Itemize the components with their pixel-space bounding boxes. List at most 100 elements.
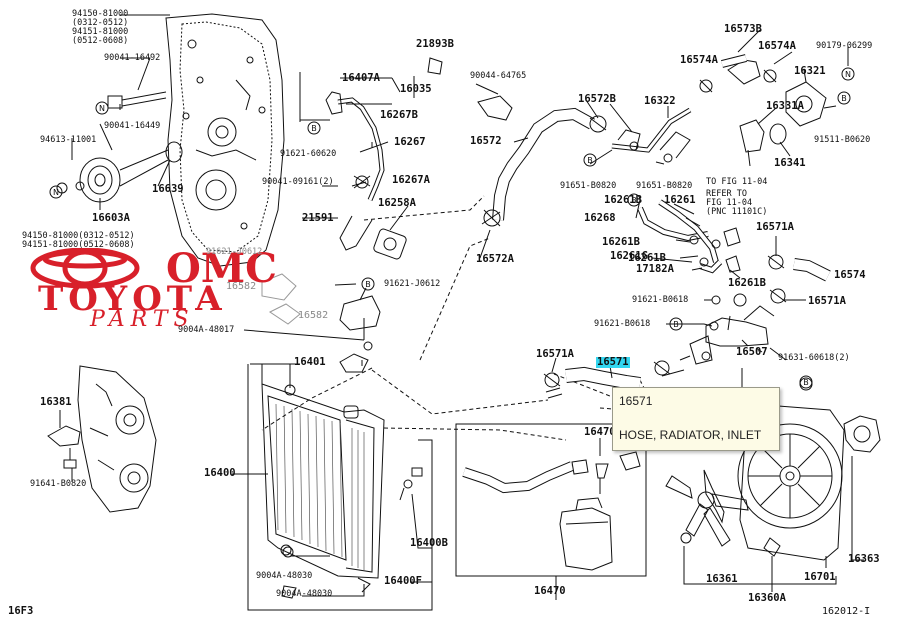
label-17182a[interactable]: 17182A: [636, 263, 674, 275]
label-94151-81000[interactable]: 94151-81000: [72, 27, 129, 37]
label-16363[interactable]: 16363: [848, 553, 880, 565]
upper-hose-drawing: [477, 95, 607, 227]
label-16582[interactable]: 16582: [298, 310, 329, 321]
label-16571a[interactable]: 16571A: [756, 221, 794, 233]
logo-toyota-text: TOYOTA: [38, 279, 227, 319]
inlet-hose-drawing: [543, 355, 691, 399]
label-16381[interactable]: 16381: [40, 396, 72, 408]
label-16261b[interactable]: 16261B: [602, 236, 640, 248]
fan-blade-drawing: [665, 469, 781, 557]
label-91621-b0618[interactable]: 91621-B0618: [632, 295, 689, 305]
label-date-range: (0512-0608): [72, 36, 129, 46]
label-16582[interactable]: 16582: [226, 281, 257, 292]
label-16261b[interactable]: 16261B: [728, 277, 766, 289]
label-16261[interactable]: 16261: [664, 194, 696, 206]
label-16360a[interactable]: 16360A: [748, 592, 786, 604]
alternator-bracket-drawing: [47, 365, 157, 513]
label-90041-09161[interactable]: 90041-09161(2): [262, 177, 334, 187]
label-16258a[interactable]: 16258A: [378, 197, 416, 209]
label-16507[interactable]: 16507: [736, 346, 768, 358]
label-16571a[interactable]: 16571A: [536, 348, 574, 360]
svg-text:B: B: [311, 124, 317, 133]
label-16470[interactable]: 16470: [534, 585, 566, 597]
label-16401[interactable]: 16401: [294, 356, 326, 368]
label-16571-highlighted[interactable]: 16571: [596, 356, 630, 368]
label-16267[interactable]: 16267: [394, 136, 426, 148]
label-16331a[interactable]: 16331A: [766, 100, 804, 112]
label-91641-b0820[interactable]: 91641-B0820: [30, 479, 87, 489]
label-16322[interactable]: 16322: [644, 95, 676, 107]
label-fig-ref: TO FIG 11-04: [706, 177, 768, 187]
lower-hose-right-drawing: [767, 254, 831, 304]
label-91621-60620[interactable]: 91621-60620: [280, 149, 337, 159]
label-16361[interactable]: 16361: [706, 573, 738, 585]
figure-code-left: 16F3: [8, 605, 34, 617]
label-94613-11001[interactable]: 94613-11001: [40, 135, 97, 145]
label-9004a-48030[interactable]: 9004A-48030: [256, 571, 313, 581]
label-91511-b0620[interactable]: 91511-B0620: [814, 135, 871, 145]
label-91651-b0820[interactable]: 91651-B0820: [560, 181, 617, 191]
label-9004a-48017[interactable]: 9004A-48017: [178, 325, 235, 335]
label-16571a[interactable]: 16571A: [808, 295, 846, 307]
label-90041-16449[interactable]: 90041-16449: [104, 121, 161, 131]
label-16572[interactable]: 16572: [470, 135, 502, 147]
tooltip-part-number: 16571: [619, 394, 653, 408]
label-16573b[interactable]: 16573B: [724, 23, 762, 35]
label-16267a[interactable]: 16267A: [392, 174, 430, 186]
radiator-drawing: [261, 383, 423, 593]
label-21893b[interactable]: 21893B: [416, 38, 454, 50]
label-16574[interactable]: 16574: [834, 269, 866, 281]
label-21591[interactable]: 21591: [302, 212, 334, 224]
heater-hose-drawing: [637, 199, 741, 274]
label-16574a[interactable]: 16574A: [680, 54, 718, 66]
nut-badge-c: [841, 67, 855, 81]
svg-text:N: N: [845, 70, 851, 79]
bypass-pipe-drawing: [325, 57, 443, 260]
label-16701[interactable]: 16701: [804, 571, 836, 583]
label-9004a-48030[interactable]: 9004A-48030: [276, 589, 333, 599]
label-16035[interactable]: 16035: [400, 83, 432, 95]
label-91621-j0612[interactable]: 91621-J0612: [384, 279, 441, 289]
svg-text:N: N: [99, 104, 105, 113]
label-16407a[interactable]: 16407A: [342, 72, 380, 84]
reservoir-drawing: [455, 423, 647, 577]
svg-text:B: B: [673, 320, 679, 329]
label-fig-ref: FIG 11-04: [706, 198, 753, 208]
label-16267b[interactable]: 16267B: [380, 109, 418, 121]
logo-omc-text: OMC: [166, 248, 277, 292]
label-94150-81000-range[interactable]: 94150-81000(0312-0512): [22, 231, 135, 241]
label-91621-b0618[interactable]: 91621-B0618: [594, 319, 651, 329]
label-90041-16492[interactable]: 90041-16492: [104, 53, 161, 63]
svg-text:B: B: [841, 94, 847, 103]
label-16261b[interactable]: 16261B: [604, 194, 642, 206]
label-94151-81000-range[interactable]: 94151-81000(0512-0608): [22, 240, 135, 250]
label-16341[interactable]: 16341: [774, 157, 806, 169]
label-16603a[interactable]: 16603A: [92, 212, 130, 224]
label-90179-06299[interactable]: 90179-06299: [816, 41, 873, 51]
label-91631-60618[interactable]: 91631-60618(2): [778, 353, 850, 363]
label-16470[interactable]: 16470: [584, 426, 616, 438]
label-16572a[interactable]: 16572A: [476, 253, 514, 265]
label-90044-64765[interactable]: 90044-64765: [470, 71, 527, 81]
nut-badge-b: [49, 185, 63, 199]
label-pnc-ref: (PNC 11101C): [706, 207, 768, 217]
label-16574a[interactable]: 16574A: [758, 40, 796, 52]
nut-badge-a: [95, 101, 109, 115]
label-91651-b0820[interactable]: 91651-B0820: [636, 181, 693, 191]
bracket-drawing: [339, 295, 381, 373]
label-16321[interactable]: 16321: [794, 65, 826, 77]
label-94150-81000[interactable]: 94150-81000: [72, 9, 129, 19]
label-16400f[interactable]: 16400F: [384, 575, 422, 587]
label-16268[interactable]: 16268: [584, 212, 616, 224]
thermostat-drawing: [699, 54, 827, 167]
svg-text:B: B: [365, 280, 371, 289]
label-date-range: (0312-0512): [72, 18, 129, 28]
label-91621-j0612[interactable]: 91621-J0612: [206, 247, 263, 257]
ghost-part-drawing: [261, 273, 301, 325]
label-16261g[interactable]: 16261G: [610, 250, 648, 262]
label-16400[interactable]: 16400: [204, 467, 236, 479]
label-16572b[interactable]: 16572B: [578, 93, 616, 105]
label-16639[interactable]: 16639: [152, 183, 184, 195]
label-16400b[interactable]: 16400B: [410, 537, 448, 549]
